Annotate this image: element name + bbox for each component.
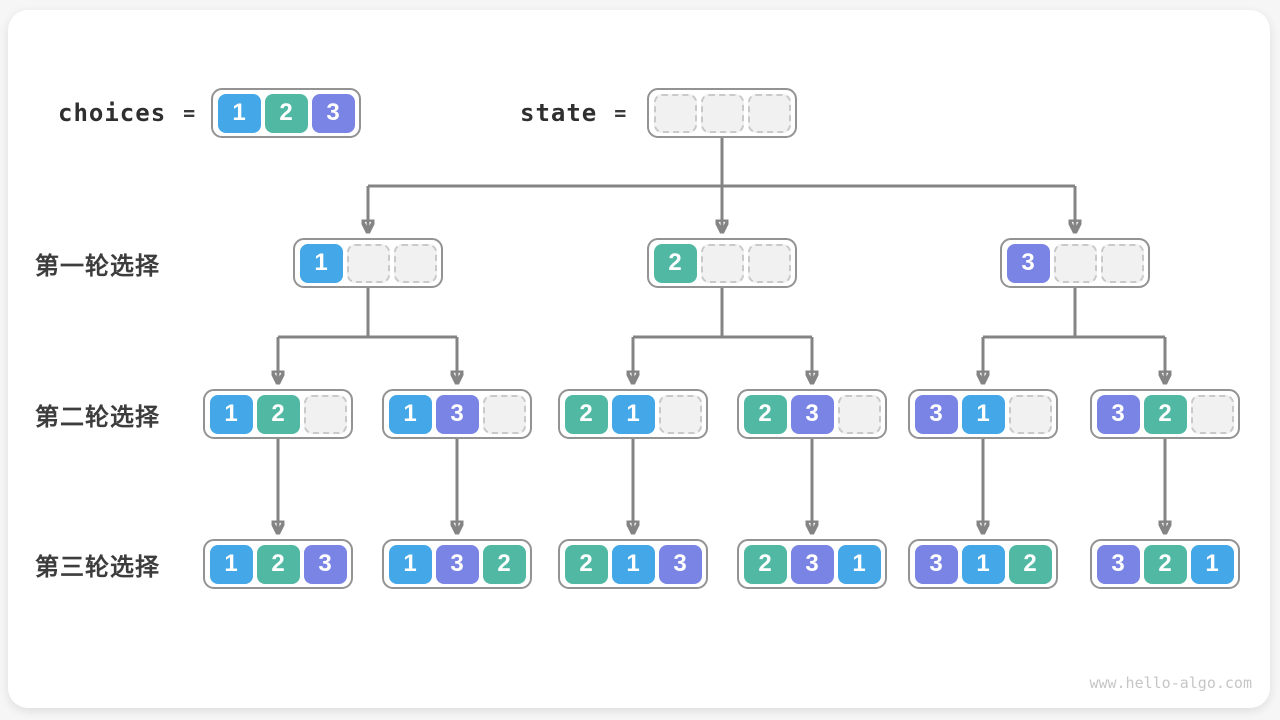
value-cell-3: 3 <box>914 394 958 434</box>
value-cell-1: 1 <box>961 544 1005 584</box>
empty-cell <box>393 243 437 283</box>
value-cell-1: 1 <box>209 394 253 434</box>
empty-cell <box>1190 394 1234 434</box>
value-cell-3: 3 <box>914 544 958 584</box>
row-label-round-1: 第一轮选择 <box>35 252 160 280</box>
empty-cell <box>303 394 347 434</box>
value-cell-3: 3 <box>435 544 479 584</box>
value-cell-2: 2 <box>653 243 697 283</box>
value-cell-1: 1 <box>209 544 253 584</box>
row-label-round-2: 第二轮选择 <box>35 403 160 431</box>
value-cell-1: 1 <box>217 93 261 133</box>
empty-cell <box>1008 394 1052 434</box>
empty-cell <box>700 243 744 283</box>
value-cell-2: 2 <box>1143 544 1187 584</box>
empty-cell <box>1100 243 1144 283</box>
equals-sign: = <box>183 101 196 125</box>
value-cell-2: 2 <box>743 394 787 434</box>
value-cell-3: 3 <box>1096 544 1140 584</box>
row-label-round-3: 第三轮选择 <box>35 553 160 581</box>
value-cell-2: 2 <box>256 394 300 434</box>
value-cell-2: 2 <box>743 544 787 584</box>
empty-cell <box>837 394 881 434</box>
value-cell-2: 2 <box>482 544 526 584</box>
state-box-r1-2: 3 <box>1000 238 1150 288</box>
choices-label-group: choices = <box>58 88 195 138</box>
value-cell-3: 3 <box>1006 243 1050 283</box>
value-cell-2: 2 <box>1143 394 1187 434</box>
empty-cell <box>747 93 791 133</box>
value-cell-3: 3 <box>790 394 834 434</box>
value-cell-1: 1 <box>961 394 1005 434</box>
state-label-group: state = <box>520 88 626 138</box>
value-cell-3: 3 <box>435 394 479 434</box>
choices-label: choices <box>58 99 167 127</box>
value-cell-2: 2 <box>564 544 608 584</box>
value-cell-1: 1 <box>837 544 881 584</box>
empty-cell <box>1053 243 1097 283</box>
value-cell-3: 3 <box>1096 394 1140 434</box>
value-cell-3: 3 <box>658 544 702 584</box>
empty-cell <box>747 243 791 283</box>
state-box-r1-0: 1 <box>293 238 443 288</box>
state-box-root <box>647 88 797 138</box>
value-cell-3: 3 <box>311 93 355 133</box>
value-cell-2: 2 <box>256 544 300 584</box>
empty-cell <box>653 93 697 133</box>
value-cell-1: 1 <box>388 394 432 434</box>
empty-cell <box>700 93 744 133</box>
value-cell-1: 1 <box>1190 544 1234 584</box>
value-cell-1: 1 <box>388 544 432 584</box>
value-cell-3: 3 <box>790 544 834 584</box>
empty-cell <box>482 394 526 434</box>
empty-cell <box>346 243 390 283</box>
value-cell-2: 2 <box>564 394 608 434</box>
watermark: www.hello-algo.com <box>1089 674 1252 692</box>
state-box-r1-1: 2 <box>647 238 797 288</box>
value-cell-3: 3 <box>303 544 347 584</box>
value-cell-1: 1 <box>611 394 655 434</box>
state-label: state <box>520 99 598 127</box>
value-cell-2: 2 <box>1008 544 1052 584</box>
value-cell-1: 1 <box>299 243 343 283</box>
value-cell-2: 2 <box>264 93 308 133</box>
empty-cell <box>658 394 702 434</box>
value-cell-1: 1 <box>611 544 655 584</box>
equals-sign: = <box>614 101 627 125</box>
